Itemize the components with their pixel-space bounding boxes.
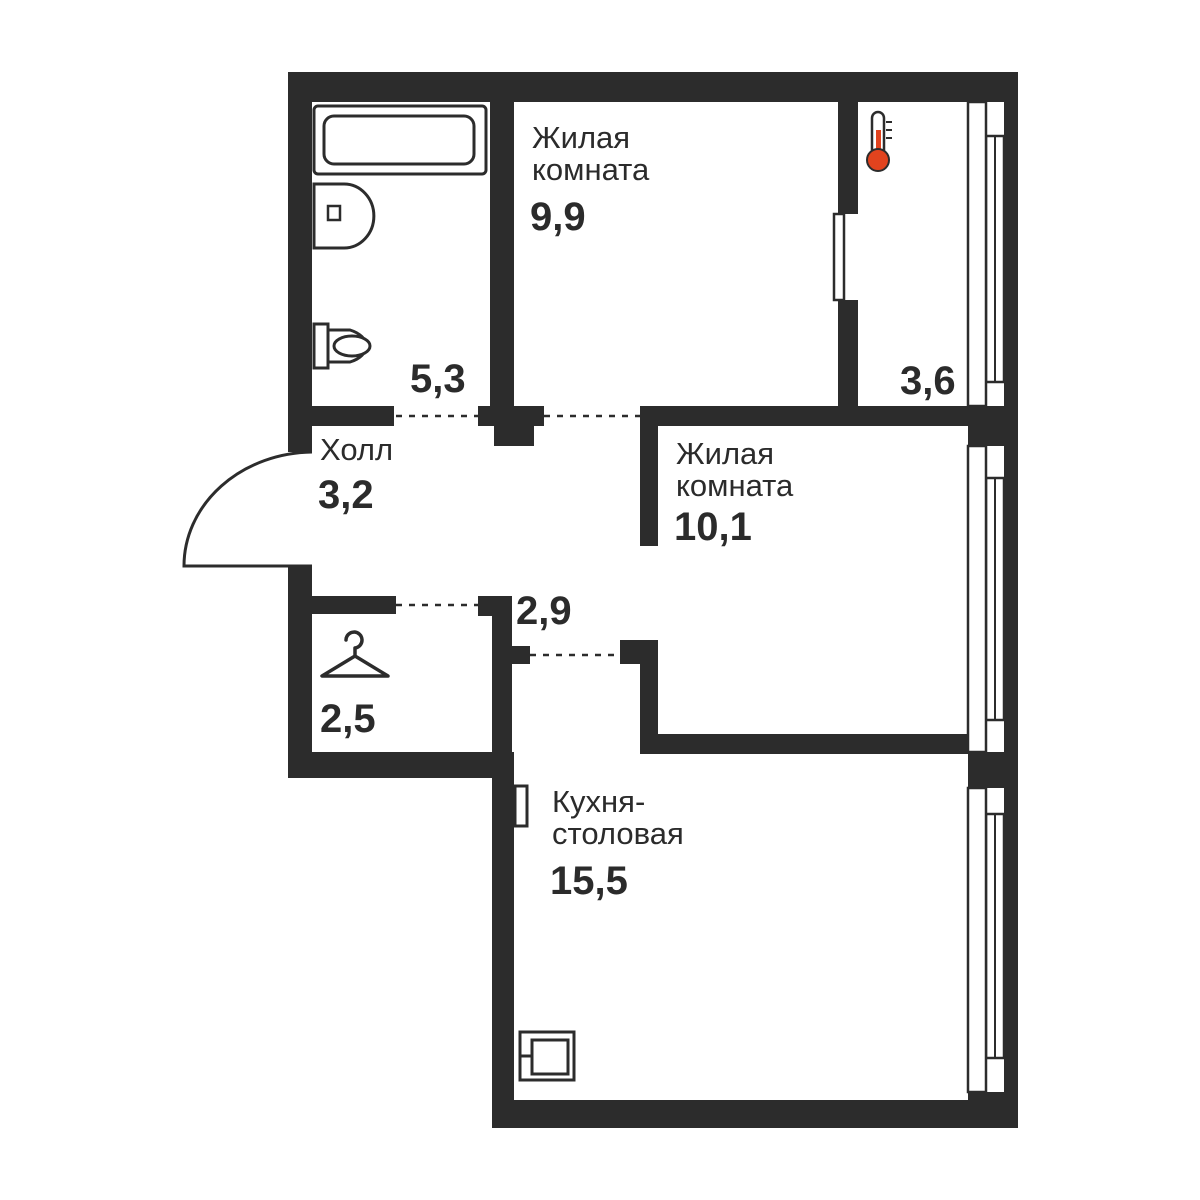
bathtub-icon	[312, 104, 488, 176]
wall-kitchen-left	[492, 752, 514, 1128]
openings	[396, 414, 640, 657]
wall-wardrobe-bottom	[288, 752, 514, 778]
living1-name-line1: Жилая	[532, 120, 630, 155]
hall-area: 3,2	[318, 473, 374, 517]
hanger-icon	[320, 630, 390, 678]
wall-balcony-divider-lower	[838, 300, 858, 410]
wall-column1-base	[494, 406, 534, 446]
room-balcony: 3,6	[900, 359, 956, 403]
toilet-icon	[312, 322, 372, 370]
wall-kitchen-top-left	[492, 646, 530, 664]
walls	[288, 72, 1018, 1128]
thermometer-icon	[866, 110, 892, 172]
wardrobe-area: 2,5	[320, 697, 376, 741]
entrance-door[interactable]	[182, 450, 313, 568]
wall-bottom	[492, 1100, 1018, 1128]
wall-living2-left-lower	[640, 640, 658, 752]
room-bathroom: 5,3	[410, 357, 466, 401]
wall-left-upper	[288, 72, 312, 452]
room-living2: Жилая комната 10,1	[674, 436, 794, 549]
wall-bath-divider	[490, 102, 514, 410]
hall-name: Холл	[320, 432, 393, 467]
room-corridor: 2,9	[516, 589, 572, 633]
kitchen-name-line2: столовая	[552, 816, 684, 851]
living1-area: 9,9	[530, 195, 586, 239]
room-wardrobe: 2,5	[320, 697, 376, 741]
room-living1: Жилая комната 9,9	[530, 120, 650, 239]
wall-bath-bottom	[288, 406, 394, 426]
kitchen-name-line1: Кухня-	[552, 784, 645, 819]
wall-right-top	[968, 72, 1018, 102]
wall-wardrobe-top	[288, 596, 396, 614]
wall-balcony-divider	[838, 102, 858, 214]
wall-top	[288, 72, 1018, 102]
room-kitchen: Кухня- столовая 15,5	[550, 784, 684, 903]
kitchen-niche	[513, 784, 529, 828]
corridor-area: 2,9	[516, 589, 572, 633]
wall-living1-bottom	[640, 406, 970, 426]
balcony-door[interactable]	[832, 212, 846, 302]
boiler-icon	[518, 1030, 576, 1082]
wall-right-bottom	[968, 1092, 1018, 1128]
sink-icon	[312, 182, 376, 250]
living2-name-line1: Жилая	[676, 436, 774, 471]
living1-name-line2: комната	[532, 152, 650, 187]
wall-right-pier1	[968, 406, 1018, 446]
bathroom-area: 5,3	[410, 357, 466, 401]
windows	[966, 100, 1018, 1094]
wall-living2-bottom	[640, 734, 970, 754]
wall-living2-left-upper	[640, 406, 658, 546]
living2-area: 10,1	[674, 505, 752, 549]
wall-wardrobe-right	[492, 596, 512, 776]
wall-right-pier2	[968, 752, 1018, 788]
living2-name-line2: комната	[676, 468, 794, 503]
balcony-area: 3,6	[900, 359, 956, 403]
kitchen-area: 15,5	[550, 859, 628, 903]
room-hall: Холл 3,2	[318, 432, 393, 517]
